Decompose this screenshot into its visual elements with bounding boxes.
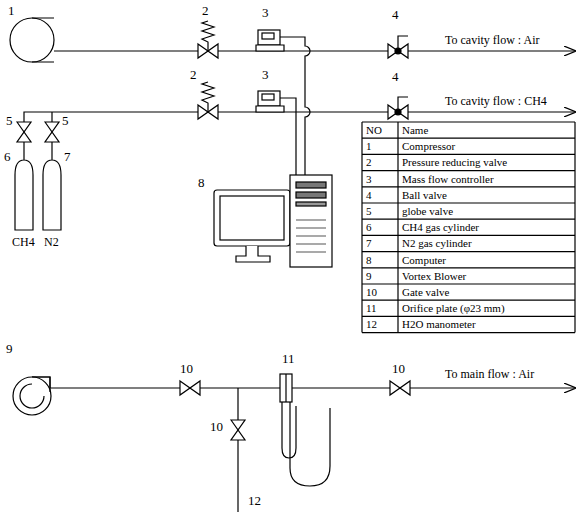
table-rule — [362, 235, 575, 236]
table-cell: 5 — [363, 204, 397, 219]
table-cell: 11 — [363, 301, 397, 316]
table-rule — [362, 332, 575, 333]
callout-number: 4 — [392, 8, 399, 22]
table-cell: H2O manometer — [399, 317, 574, 332]
callout-number: 6 — [4, 150, 11, 164]
signal-wire — [280, 37, 310, 175]
table-cell: 6 — [363, 220, 397, 235]
table-cell: Ball valve — [399, 187, 574, 202]
table-rule — [362, 170, 575, 171]
table-cell: 12 — [363, 317, 397, 332]
callout-number: 8 — [198, 176, 205, 190]
parts-table — [362, 122, 575, 333]
signal-wire — [280, 98, 296, 175]
table-rule — [362, 186, 575, 187]
table-cell: 2 — [363, 155, 397, 170]
orifice-plate — [280, 374, 292, 402]
vortex-blower — [13, 377, 51, 415]
pressure-reducing-valve — [198, 82, 218, 119]
table-rule — [362, 316, 575, 317]
globe-valve — [45, 122, 59, 142]
table-rule — [397, 122, 398, 333]
callout-number: 11 — [282, 352, 295, 366]
callout-number: 10 — [180, 362, 193, 376]
flow-label: To main flow : Air — [445, 368, 534, 381]
callout-number: 1 — [8, 4, 15, 18]
callout-number: 5 — [6, 114, 13, 128]
table-rule — [362, 219, 575, 220]
table-rule — [362, 283, 575, 284]
callout-number: 10 — [392, 362, 405, 376]
table-cell: Gate valve — [399, 285, 574, 300]
flow-label: CH4 — [12, 236, 35, 249]
table-rule — [574, 122, 575, 333]
mass-flow-controller — [256, 30, 284, 51]
main-pipe — [50, 387, 575, 388]
h2o-manometer — [282, 402, 296, 458]
table-cell: CH4 gas cylinder — [399, 220, 574, 235]
table-cell: Orifice plate (φ23 mm) — [399, 301, 574, 316]
table-cell: NO — [363, 123, 397, 138]
callout-number: 10 — [210, 420, 223, 434]
table-cell: N2 gas cylinder — [399, 236, 574, 251]
bypass-pipe — [237, 388, 238, 512]
table-rule — [362, 300, 575, 301]
table-cell: 8 — [363, 252, 397, 267]
table-rule — [362, 121, 575, 122]
table-cell: globe valve — [399, 204, 574, 219]
table-cell: 9 — [363, 268, 397, 283]
callout-number: 3 — [262, 68, 269, 82]
air-pipe — [54, 50, 575, 51]
ball-valve — [388, 36, 408, 58]
table-cell: Vortex Blower — [399, 268, 574, 283]
callout-number: 2 — [190, 68, 197, 82]
table-cell: Pressure reducing valve — [399, 155, 574, 170]
callout-number: 3 — [262, 6, 269, 20]
gas-cylinder — [15, 150, 33, 230]
table-cell: 7 — [363, 236, 397, 251]
table-cell: Computer — [399, 252, 574, 267]
callout-number: 2 — [202, 4, 209, 18]
table-rule — [362, 251, 575, 252]
mass-flow-controller — [256, 91, 284, 112]
compressor-outline — [32, 18, 54, 62]
ball-valve — [388, 97, 408, 119]
gate-valve — [390, 381, 410, 395]
table-cell: Compressor — [399, 139, 574, 154]
table-cell: 3 — [363, 171, 397, 186]
ch4-pipe — [24, 112, 575, 150]
table-cell: 4 — [363, 187, 397, 202]
table-rule — [361, 122, 362, 333]
compressor — [10, 18, 54, 62]
table-rule — [362, 202, 575, 203]
computer — [214, 175, 332, 267]
gate-valve — [180, 381, 200, 395]
gas-cylinder — [43, 150, 61, 230]
table-rule — [362, 154, 575, 155]
globe-valve — [17, 122, 31, 142]
flow-label: To cavity flow : CH4 — [445, 95, 547, 108]
flow-label: To cavity flow : Air — [445, 34, 539, 47]
table-cell: 10 — [363, 285, 397, 300]
table-cell: Name — [399, 123, 574, 138]
callout-number: 9 — [6, 342, 13, 356]
h2o-manometer — [290, 402, 330, 486]
callout-number: 12 — [248, 494, 261, 508]
table-rule — [362, 138, 575, 139]
gate-valve — [231, 420, 245, 440]
callout-number: 5 — [62, 114, 69, 128]
orifice-plate — [285, 374, 286, 402]
flow-label: N2 — [44, 236, 59, 249]
callout-number: 7 — [64, 150, 71, 164]
table-rule — [362, 267, 575, 268]
callout-number: 4 — [392, 70, 399, 84]
pressure-reducing-valve — [198, 21, 218, 58]
table-cell: Mass flow controller — [399, 171, 574, 186]
table-cell: 1 — [363, 139, 397, 154]
